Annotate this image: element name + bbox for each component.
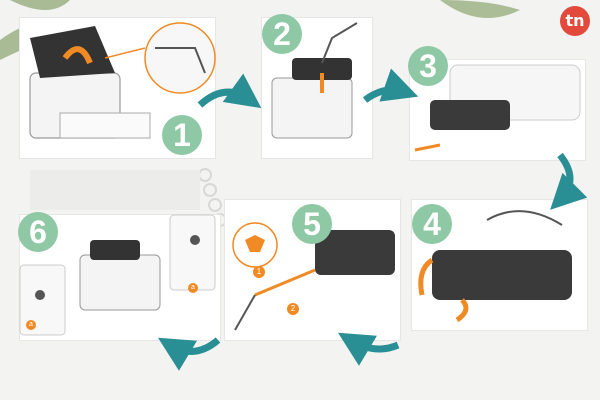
step-6-panel: a a [19,214,220,340]
step-5-panel: 1 2 [225,200,400,340]
arrow-5-to-6 [157,337,221,371]
sub-label-a-left: a [26,320,36,330]
printer-open-lid-icon [29,22,216,139]
remove-cartridge-icon [271,22,358,139]
shake-cartridge-icon [418,210,572,323]
step-2-number: 2 [262,14,302,54]
remove-seal-tape-icon [232,222,395,331]
step-4-panel [412,200,587,330]
sub-label-1: 1 [253,266,265,278]
step-1-number: 1 [162,115,202,155]
step-6-number: 6 [18,212,58,252]
step-5-number: 5 [292,204,332,244]
sub-label-2: 2 [287,303,299,315]
brand-logo: tn [560,6,590,36]
insert-cartridge-icon [19,214,216,336]
arrow-4-to-5 [337,332,400,366]
arrow-2-to-3 [362,68,419,103]
unwrap-cartridge-icon [414,64,581,152]
arrow-1-to-2 [197,73,262,109]
arrow-3-to-4 [550,152,588,210]
step-4-number: 4 [412,204,452,244]
sub-label-a-right: a [188,283,198,293]
